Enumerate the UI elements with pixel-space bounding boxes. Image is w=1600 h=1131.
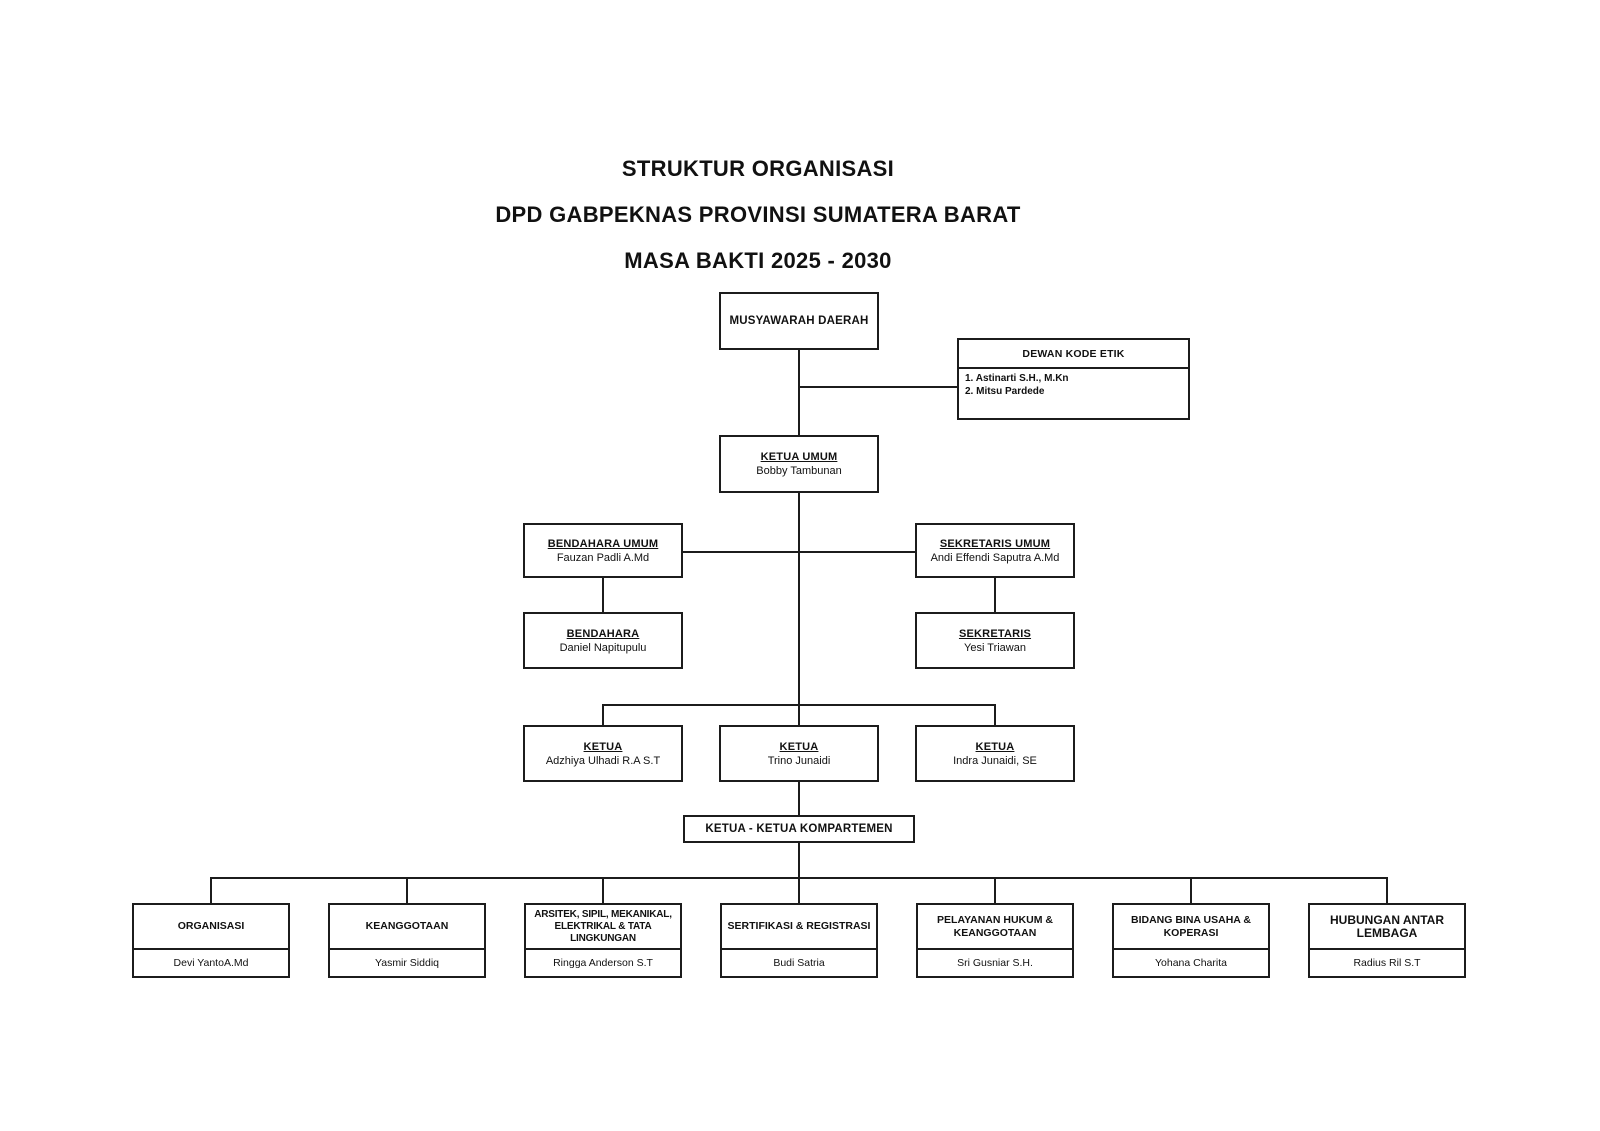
connector-branch-dewan-kode-etik	[799, 386, 957, 388]
connector-drop-dept-5	[994, 877, 996, 903]
person-name: Bobby Tambunan	[756, 465, 842, 477]
role-title: KETUA	[975, 740, 1015, 753]
role-title: KETUA UMUM	[760, 451, 838, 463]
node-title: DEWAN KODE ETIK	[959, 340, 1188, 369]
role-title: SEKRETARIS	[958, 627, 1032, 640]
person-name: Yesi Triawan	[964, 641, 1026, 654]
connector-drop-dept-1	[210, 877, 212, 903]
chart-title-line-3: MASA BAKTI 2025 - 2030	[624, 248, 892, 273]
person-name: Trino Junaidi	[767, 754, 831, 767]
role-title: BENDAHARA	[566, 627, 640, 640]
role-title: KETUA	[583, 740, 623, 753]
dewan-member-list: 1. Astinarti S.H., M.Kn 2. Mitsu Pardede	[959, 369, 1188, 401]
person-name: Radius Ril S.T	[1353, 957, 1421, 969]
person-name: Indra Junaidi, SE	[953, 754, 1037, 767]
node-sekretaris-umum: SEKRETARIS UMUM Andi Effendi Saputra A.M…	[915, 523, 1075, 578]
dewan-member: 2. Mitsu Pardede	[965, 386, 1045, 397]
dept-title: HUBUNGAN ANTAR LEMBAGA	[1310, 905, 1464, 950]
dept-title: ORGANISASI	[134, 905, 288, 950]
node-bendahara: BENDAHARA Daniel Napitupulu	[523, 612, 683, 669]
person-name: Andi Effendi Saputra A.Md	[930, 551, 1060, 564]
person-name: Ringga Anderson S.T	[553, 957, 653, 969]
dept-box-arsitek-sipil-mekanikal: ARSITEK, SIPIL, MEKANIKAL, ELEKTRIKAL & …	[524, 903, 682, 978]
dept-box-organisasi: ORGANISASI Devi YantoA.Md	[132, 903, 290, 978]
connector-drop-dept-6	[1190, 877, 1192, 903]
dept-title: KEANGGOTAAN	[330, 905, 484, 950]
node-title: MUSYAWARAH DAERAH	[729, 315, 869, 327]
role-title: KETUA	[779, 740, 819, 753]
connector-kompartemen-to-distributor	[798, 843, 800, 878]
node-ketua-1: KETUA Adzhiya Ulhadi R.A S.T	[523, 725, 683, 782]
connector-central-axis	[798, 493, 800, 725]
person-name: Adzhiya Ulhadi R.A S.T	[545, 754, 661, 767]
connector-bendahara-sekretaris-cross	[683, 551, 915, 553]
dept-title: BIDANG BINA USAHA & KOPERASI	[1114, 905, 1268, 950]
dept-title: SERTIFIKASI & REGISTRASI	[722, 905, 876, 950]
person-name: Budi Satria	[773, 957, 825, 969]
dept-box-bina-usaha-koperasi: BIDANG BINA USAHA & KOPERASI Yohana Char…	[1112, 903, 1270, 978]
connector-drop-dept-3	[602, 877, 604, 903]
dewan-member: 1. Astinarti S.H., M.Kn	[965, 373, 1069, 384]
dept-title: ARSITEK, SIPIL, MEKANIKAL, ELEKTRIKAL & …	[526, 905, 680, 950]
role-title: BENDAHARA UMUM	[547, 537, 659, 550]
node-sekretaris: SEKRETARIS Yesi Triawan	[915, 612, 1075, 669]
connector-bendahara-umum-to-bendahara	[602, 578, 604, 612]
connector-drop-ketua-1	[602, 704, 604, 725]
connector-sekretaris-umum-to-sekretaris	[994, 578, 996, 612]
node-dewan-kode-etik: DEWAN KODE ETIK 1. Astinarti S.H., M.Kn …	[957, 338, 1190, 420]
person-name: Yohana Charita	[1154, 957, 1227, 969]
connector-ketua2-to-kompartemen	[798, 782, 800, 815]
node-ketua-3: KETUA Indra Junaidi, SE	[915, 725, 1075, 782]
person-name: Fauzan Padli A.Md	[556, 551, 650, 564]
dept-box-sertifikasi-registrasi: SERTIFIKASI & REGISTRASI Budi Satria	[720, 903, 878, 978]
node-musyawarah-daerah: MUSYAWARAH DAERAH	[719, 292, 879, 350]
dept-box-keanggotaan: KEANGGOTAAN Yasmir Siddiq	[328, 903, 486, 978]
node-ketua-2: KETUA Trino Junaidi	[719, 725, 879, 782]
connector-drop-dept-2	[406, 877, 408, 903]
person-name: Daniel Napitupulu	[559, 641, 647, 654]
node-ketua-umum: KETUA UMUM Bobby Tambunan	[719, 435, 879, 493]
dept-title: PELAYANAN HUKUM & KEANGGOTAAN	[918, 905, 1072, 950]
node-bendahara-umum: BENDAHARA UMUM Fauzan Padli A.Md	[523, 523, 683, 578]
connector-musyawarah-to-ketua-umum	[798, 350, 800, 435]
role-title: SEKRETARIS UMUM	[939, 537, 1051, 550]
node-title: KETUA - KETUA KOMPARTEMEN	[705, 823, 893, 835]
person-name: Yasmir Siddiq	[375, 957, 439, 969]
connector-drop-dept-4	[798, 877, 800, 903]
chart-title-line-2: DPD GABPEKNAS PROVINSI SUMATERA BARAT	[495, 202, 1021, 227]
node-ketua-ketua-kompartemen: KETUA - KETUA KOMPARTEMEN	[683, 815, 915, 843]
connector-drop-dept-7	[1386, 877, 1388, 903]
connector-ketua-distributor	[602, 704, 996, 706]
connector-drop-ketua-3	[994, 704, 996, 725]
dept-box-hubungan-antar-lembaga: HUBUNGAN ANTAR LEMBAGA Radius Ril S.T	[1308, 903, 1466, 978]
chart-title-line-1: STRUKTUR ORGANISASI	[621, 156, 895, 181]
dept-box-pelayanan-hukum: PELAYANAN HUKUM & KEANGGOTAAN Sri Gusnia…	[916, 903, 1074, 978]
person-name: Devi YantoA.Md	[173, 957, 249, 969]
person-name: Sri Gusniar S.H.	[957, 957, 1033, 969]
